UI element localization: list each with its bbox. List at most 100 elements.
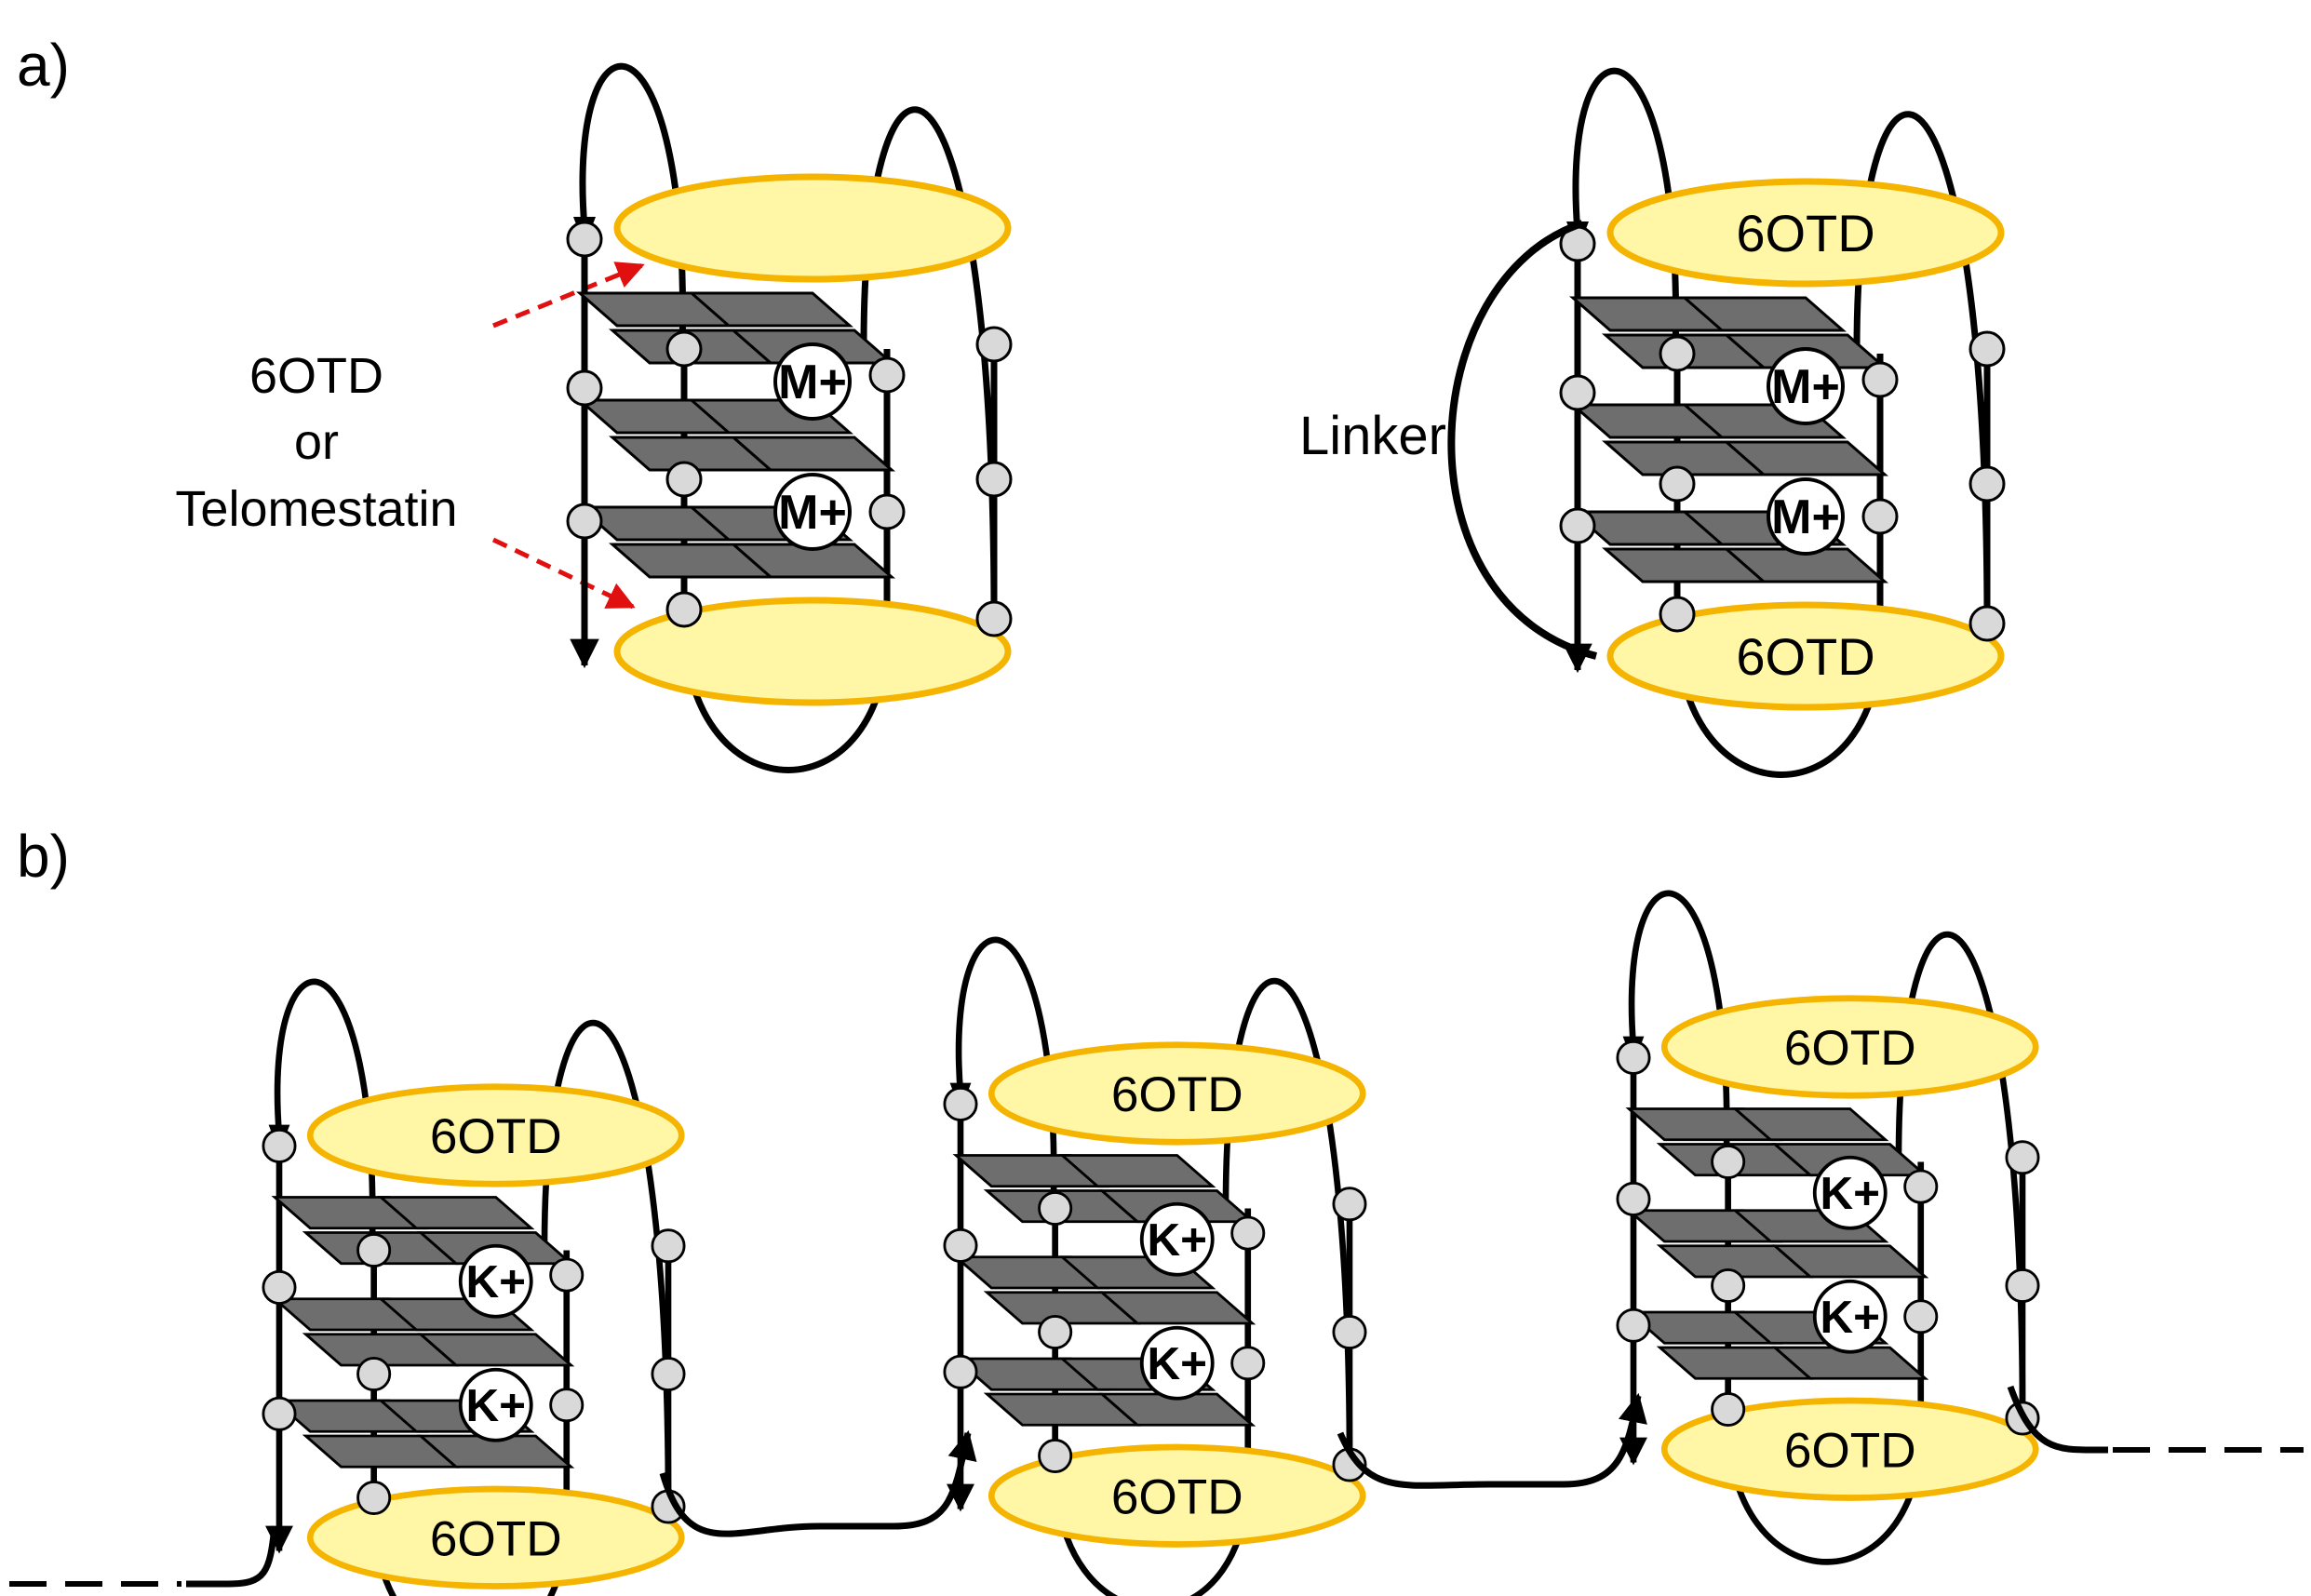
guanine-plate — [1723, 440, 1888, 476]
cation-label: K+ — [1147, 1338, 1207, 1389]
nucleotide-node — [1659, 465, 1696, 503]
cation-circle — [1767, 347, 1845, 425]
nucleotide-node — [262, 1396, 297, 1431]
nucleotide-node — [1230, 1346, 1266, 1381]
nucleotide-node — [943, 1227, 978, 1263]
disk-bottom — [988, 1443, 1366, 1548]
cation-circle — [1767, 477, 1845, 556]
disk-top-label: 6OTD — [1736, 204, 1874, 262]
disk-bottom — [613, 597, 1012, 706]
nucleotide-node — [356, 1232, 392, 1268]
nucleotide-node — [1559, 507, 1596, 544]
nucleotide-node — [549, 1388, 584, 1423]
pointer-arrow-lower — [491, 537, 636, 610]
nucleotide-node — [1968, 330, 2006, 368]
nucleotide-node — [2005, 1267, 2040, 1304]
strand-connector-1 — [659, 1429, 977, 1537]
disk-bottom-label: 6OTD — [1784, 1423, 1916, 1478]
nucleotide-node — [1968, 605, 2006, 642]
cation-label: M+ — [778, 486, 847, 540]
caption-line-2: or — [294, 414, 339, 470]
nucleotide-node — [1711, 1144, 1746, 1180]
nucleotide-node — [868, 356, 906, 394]
nucleotide-node — [665, 591, 703, 628]
nucleotide-node — [262, 1269, 297, 1305]
nucleotide-node — [665, 461, 703, 498]
quadruplex-a1: M+ M+ — [566, 62, 1013, 773]
cation-label: K+ — [1147, 1214, 1207, 1266]
cation-circle — [458, 1243, 533, 1319]
disk-top — [1660, 995, 2039, 1099]
cation-label: M+ — [778, 355, 847, 409]
nucleotide-node — [651, 1356, 686, 1392]
disk-top — [988, 1041, 1366, 1146]
pointer-arrow-upper — [492, 262, 645, 329]
nucleotide-node — [1711, 1267, 1746, 1304]
guanine-plate — [1058, 1154, 1216, 1188]
cation-label: K+ — [1820, 1168, 1880, 1219]
nucleotide-node — [1038, 1314, 1073, 1350]
nucleotide-node — [1659, 335, 1696, 372]
nucleotide-node — [2005, 1140, 2040, 1175]
g-tetrads — [271, 1196, 575, 1469]
nucleotide-node — [356, 1480, 392, 1516]
cation-circle — [773, 342, 852, 421]
nucleotide-node — [1616, 1308, 1651, 1343]
nucleotide-node — [1616, 1181, 1651, 1216]
guanine-plate — [1098, 1291, 1256, 1325]
nucleotide-node — [1332, 1314, 1367, 1350]
nucleotide-node — [1968, 465, 2006, 503]
panel-a-label: a) — [17, 32, 70, 99]
nucleotide-node — [1903, 1299, 1939, 1334]
guanine-plate — [1771, 1244, 1929, 1279]
guanine-plate — [417, 1333, 575, 1367]
disk-bottom — [1606, 601, 2005, 711]
cation-circle — [1812, 1279, 1888, 1354]
disk-bottom — [306, 1485, 685, 1589]
strand-outgoing — [2007, 1385, 2108, 1454]
cation-label: K+ — [1820, 1292, 1880, 1343]
disk-top-label: 6OTD — [1111, 1067, 1243, 1122]
nucleotide-node — [1861, 361, 1899, 398]
panel-b-label: b) — [17, 823, 70, 890]
nucleotide-node — [549, 1257, 584, 1293]
disk-top — [613, 173, 1012, 283]
nucleotide-node — [1903, 1169, 1939, 1204]
nucleotide-node — [1038, 1190, 1073, 1227]
nucleotide-node — [975, 326, 1013, 363]
nucleotide-node — [868, 493, 906, 530]
nucleotide-node — [1230, 1215, 1266, 1251]
nucleotide-node — [1038, 1438, 1073, 1474]
disk-top — [1606, 178, 2005, 288]
cation-circle — [458, 1367, 533, 1442]
nucleotide-node — [356, 1356, 392, 1392]
caption-line-3: Telomestatin — [175, 481, 457, 537]
nucleotide-node — [566, 369, 603, 407]
g-tetrads — [1569, 296, 1888, 583]
caption-line-1: 6OTD — [249, 348, 383, 404]
g-tetrads — [952, 1154, 1256, 1427]
g-tetrads — [1625, 1107, 1929, 1380]
guanine-plate — [1681, 296, 1847, 332]
guanine-plate — [688, 291, 853, 328]
cation-label: M+ — [1771, 490, 1840, 544]
strand-connector-2 — [1337, 1392, 1647, 1489]
disk-top — [306, 1083, 685, 1187]
cation-label: K+ — [465, 1380, 526, 1431]
nucleotide-node — [651, 1228, 686, 1264]
disk-top-label: 6OTD — [430, 1109, 562, 1164]
linker-label: Linker — [1299, 406, 1446, 466]
nucleotide-node — [1616, 1039, 1651, 1075]
nucleotide-node — [1659, 596, 1696, 633]
nucleotide-node — [1711, 1391, 1746, 1428]
cation-circle — [1139, 1201, 1215, 1277]
cation-circle — [1812, 1155, 1888, 1230]
ligand-caption: 6OTD or Telomestatin — [175, 262, 645, 610]
disk-bottom — [1660, 1397, 2039, 1501]
nucleotide-node — [943, 1354, 978, 1389]
